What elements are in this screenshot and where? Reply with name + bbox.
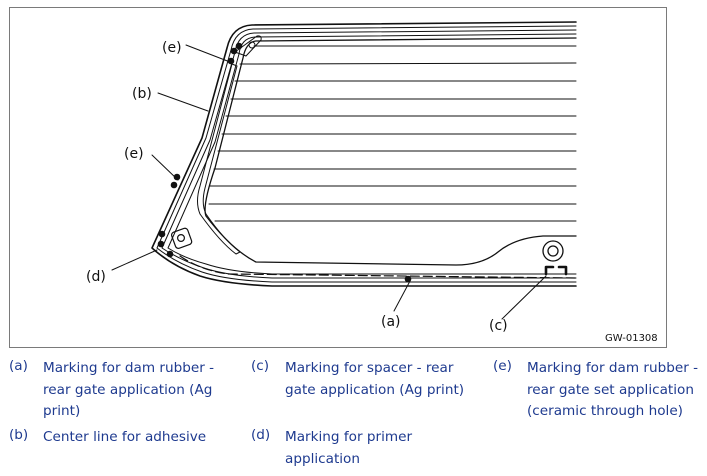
lower-left-tab-hole [177,234,186,243]
callout-c: (c) [489,318,508,334]
left-gutter-line [197,63,241,255]
dam-rubber-marking-line [179,255,577,279]
glass-edge-line-4 [167,33,577,275]
figure-id: GW-01308 [605,333,658,344]
glass-edge-line-2 [156,25,577,283]
callout-b: (b) [132,86,152,102]
glass-diagram-figure: (e) (b) (e) (d) (a) (c) GW-01308 [9,7,667,348]
legend-key: (a) [9,358,28,374]
adhesive-center-line [161,29,577,279]
legend-key: (e) [493,358,512,374]
spacer-inner [547,245,559,257]
legend-text: Center line for adhesive [43,429,207,445]
glass-outer-edge [151,21,577,287]
legend-text: Marking for spacer - rear gate applicati… [285,360,465,398]
legend-text: Marking for dam rubber - rear gate appli… [43,360,215,419]
callout-e-mid: (e) [124,146,144,162]
callout-d: (d) [86,269,106,285]
rear-gate-glass-drawing: (e) (b) (e) (d) (a) (c) GW-01308 [86,21,658,344]
legend-key: (b) [9,427,29,443]
spacer-marking-left [544,265,555,276]
upper-bracket-hole [248,41,256,49]
leader-lines [111,44,547,320]
legend-key: (c) [251,358,270,374]
lower-left-tab [170,227,193,249]
legend-text: Marking for primer application [285,429,413,467]
callout-a: (a) [381,314,401,330]
legend: (a) Marking for dam rubber - rear gate a… [0,352,707,476]
spacer-marking-right [557,265,568,276]
legend-text: Marking for dam rubber - rear gate set a… [527,360,699,419]
legend-key: (d) [251,427,271,443]
callout-e-top: (e) [162,40,182,56]
marking-dots [157,42,412,283]
spacer-outer [542,240,564,262]
upper-bracket [234,35,262,57]
defogger-heater-lines [208,45,577,222]
